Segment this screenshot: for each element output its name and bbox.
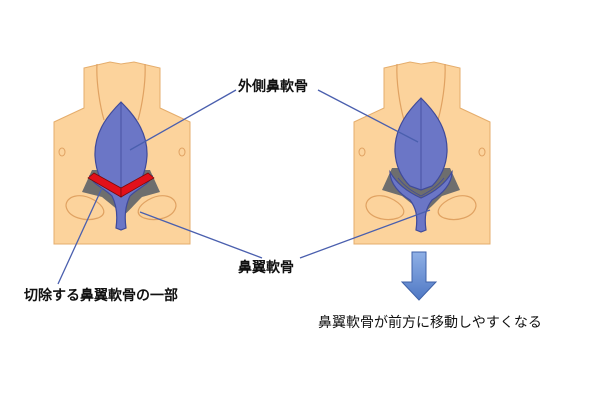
alar-inner-line-after	[397, 177, 445, 197]
label-excised-part: 切除する鼻翼軟骨の一部	[24, 288, 178, 304]
down-arrow	[400, 251, 438, 301]
leader-lines	[57, 89, 431, 285]
nostril-right-before	[137, 195, 177, 221]
alar-cartilage-after	[389, 169, 453, 233]
leader-upper-left	[129, 89, 237, 151]
label-upper-lateral-cartilage: 外側鼻軟骨	[238, 79, 308, 95]
nose-after	[353, 61, 491, 245]
leader-alar-left	[139, 211, 263, 259]
nostril-left-after	[365, 195, 405, 221]
nasal-bone-outline-before	[96, 63, 146, 121]
nasal-bone-outline-after	[396, 63, 446, 121]
label-alar-cartilage: 鼻翼軟骨	[238, 260, 294, 276]
eye-mark-left-before	[58, 147, 66, 157]
excised-cartilage-right	[120, 172, 155, 198]
eye-mark-right-after	[478, 147, 486, 157]
leader-alar-right	[299, 209, 431, 259]
eye-mark-left-after	[358, 147, 366, 157]
eye-mark-right-before	[178, 147, 186, 157]
label-result: 鼻翼軟骨が前方に移動しやすくなる	[318, 315, 542, 331]
leader-upper-right	[317, 89, 419, 143]
nostril-left-before	[65, 195, 105, 221]
nose-before	[53, 61, 191, 245]
nostril-right-after	[437, 195, 477, 221]
leader-excised	[57, 187, 103, 285]
